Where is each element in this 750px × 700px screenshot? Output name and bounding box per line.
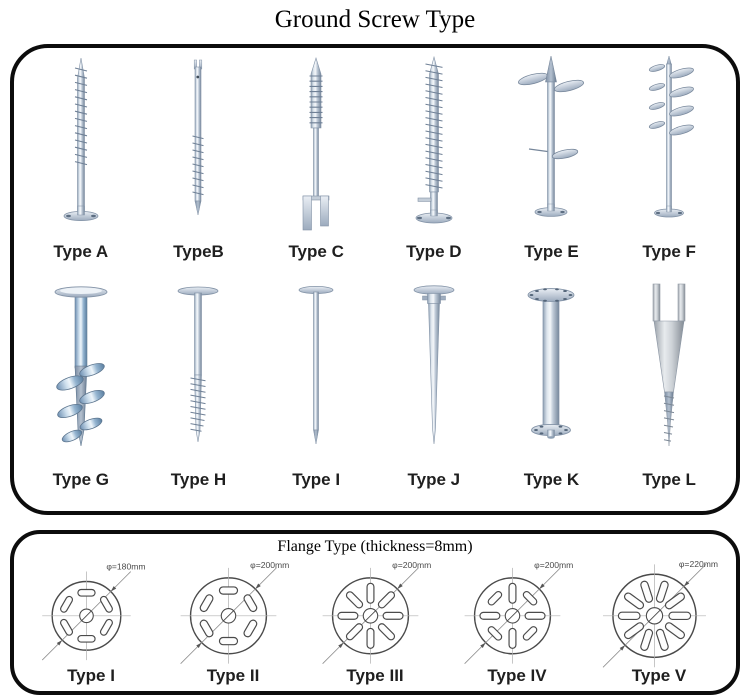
screw-cell-g: Type G <box>22 280 140 508</box>
flange-diameter-label: φ=220mm <box>679 559 718 569</box>
screw-type-f-image <box>649 55 695 218</box>
flange-type-label: Type I <box>67 666 115 685</box>
flange-diameter-label: φ=180mm <box>106 562 145 572</box>
screw-type-d-image <box>415 55 453 224</box>
screw-cell-b: TypeB <box>140 52 258 280</box>
flange-diameter-label: φ=200mm <box>392 560 431 570</box>
flange-type-2-image: φ=200mm <box>180 560 289 664</box>
screw-cell-f: Type F <box>610 52 728 280</box>
screw-cell-j: Type J <box>375 280 493 508</box>
screw-type-e-image <box>518 55 585 217</box>
screw-type-h-image <box>178 286 219 442</box>
flange-type-3-image: φ=200mm <box>322 560 431 664</box>
screw-cell-l: Type L <box>610 280 728 508</box>
flange-row: φ=180mm Type I <box>20 558 730 686</box>
screw-type-j-image <box>413 284 455 444</box>
flange-cell-5: φ=220mm Type V <box>588 558 730 686</box>
screw-type-c-image <box>302 56 330 231</box>
screw-type-label: Type E <box>524 242 579 261</box>
flange-cell-3: φ=200mm Type III <box>304 558 446 686</box>
flange-type-4-image: φ=200mm <box>464 560 573 664</box>
flange-cell-4: φ=200mm Type IV <box>446 558 588 686</box>
flange-section-title: Flange Type (thickness=8mm) <box>277 538 473 555</box>
flange-cell-1: φ=180mm Type I <box>20 558 162 686</box>
screw-type-label: Type K <box>523 469 580 489</box>
screw-cell-h: Type H <box>140 280 258 508</box>
flange-type-label: Type III <box>346 666 404 685</box>
screw-type-label: Type F <box>642 242 696 261</box>
flange-cell-2: φ=200mm Type II <box>162 558 304 686</box>
screw-type-i-image <box>298 285 334 444</box>
screw-type-label: Type I <box>292 469 341 489</box>
flange-type-5-image: φ=220mm <box>602 559 718 668</box>
flange-type-1-image: φ=180mm <box>41 562 146 661</box>
screw-cell-a: Type A <box>22 52 140 280</box>
screw-type-b-image <box>192 59 205 216</box>
screw-cell-e: Type E <box>493 52 611 280</box>
page-title: Ground Screw Type <box>274 6 476 33</box>
ground-screw-panel: Type A TypeB Type C <box>10 44 740 515</box>
flange-diameter-label: φ=200mm <box>250 560 289 570</box>
flange-panel: Flange Type (thickness=8mm) <box>10 530 740 695</box>
screw-type-l-image <box>652 283 686 446</box>
flange-type-label: Type V <box>631 666 687 685</box>
screw-type-g-image <box>54 285 108 446</box>
screw-type-label: Type H <box>170 469 227 489</box>
screw-cell-c: Type C <box>257 52 375 280</box>
screw-type-label: Type D <box>406 242 462 261</box>
screw-cell-i: Type I <box>257 280 375 508</box>
screw-type-a-image <box>63 57 99 221</box>
flange-type-label: Type IV <box>487 666 547 685</box>
screw-type-label: Type A <box>53 242 109 261</box>
screw-type-label: Type C <box>288 242 344 261</box>
screw-type-label: Type G <box>52 469 110 489</box>
screw-cell-d: Type D <box>375 52 493 280</box>
screw-cell-k: Type K <box>493 280 611 508</box>
flange-diameter-label: φ=200mm <box>534 560 573 570</box>
screw-type-label: Type L <box>642 469 696 489</box>
screw-type-label: TypeB <box>173 242 224 261</box>
screw-type-label: Type J <box>407 469 461 489</box>
screw-type-k-image <box>528 287 575 439</box>
flange-type-label: Type II <box>206 666 260 685</box>
